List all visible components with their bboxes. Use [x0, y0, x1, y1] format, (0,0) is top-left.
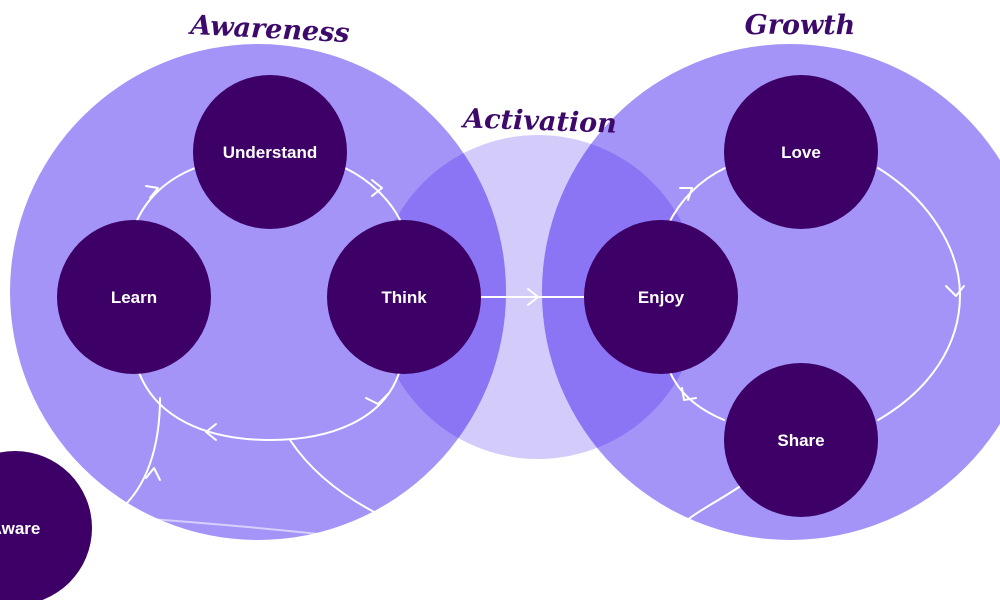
- node-aware-label: Aware: [0, 519, 40, 538]
- node-learn: Learn: [57, 220, 211, 374]
- arrowhead-enjoy-to-love: [679, 187, 693, 201]
- arrowhead-enjoy-in: [527, 288, 539, 306]
- growth-activation-overlap: [542, 135, 700, 459]
- arrowhead-loop-left: [205, 423, 217, 441]
- arrowhead-understand-out: [371, 179, 383, 197]
- arrowhead-love-down: [945, 285, 965, 297]
- aware-to-learn-path: [124, 397, 161, 506]
- awareness-activation-overlap: [376, 135, 506, 459]
- node-think: Think: [327, 220, 481, 374]
- return-to-aware-path: [94, 514, 691, 554]
- node-share-label: Share: [777, 431, 824, 450]
- share-to-enjoy-path: [669, 371, 725, 421]
- awareness-loop-branch-path: [289, 439, 381, 516]
- node-learn-label: Learn: [111, 288, 157, 307]
- node-understand-label: Understand: [223, 143, 317, 162]
- node-love-label: Love: [781, 143, 821, 162]
- awareness-title: Awareness: [187, 10, 351, 49]
- learn-to-understand-path: [134, 167, 196, 226]
- node-enjoy-label: Enjoy: [638, 288, 685, 307]
- node-enjoy: Enjoy: [584, 220, 738, 374]
- node-love: Love: [724, 75, 878, 229]
- node-share: Share: [724, 363, 878, 517]
- arrowhead-think-down: [365, 393, 389, 405]
- arrowhead-return-left: [533, 545, 545, 561]
- node-aware: Aware: [0, 451, 92, 600]
- node-think-label: Think: [381, 288, 427, 307]
- growth-title: Growth: [745, 10, 856, 41]
- activation-title: Activation: [460, 103, 618, 139]
- awareness-circle: [10, 44, 506, 540]
- node-understand: Understand: [193, 75, 347, 229]
- arrowhead-learn-up: [145, 185, 159, 199]
- arrowhead-aware-up: [145, 467, 161, 481]
- share-to-aware-path: [689, 484, 743, 519]
- arrowhead-share-to-enjoy: [681, 387, 697, 401]
- love-to-share-path: [877, 167, 961, 421]
